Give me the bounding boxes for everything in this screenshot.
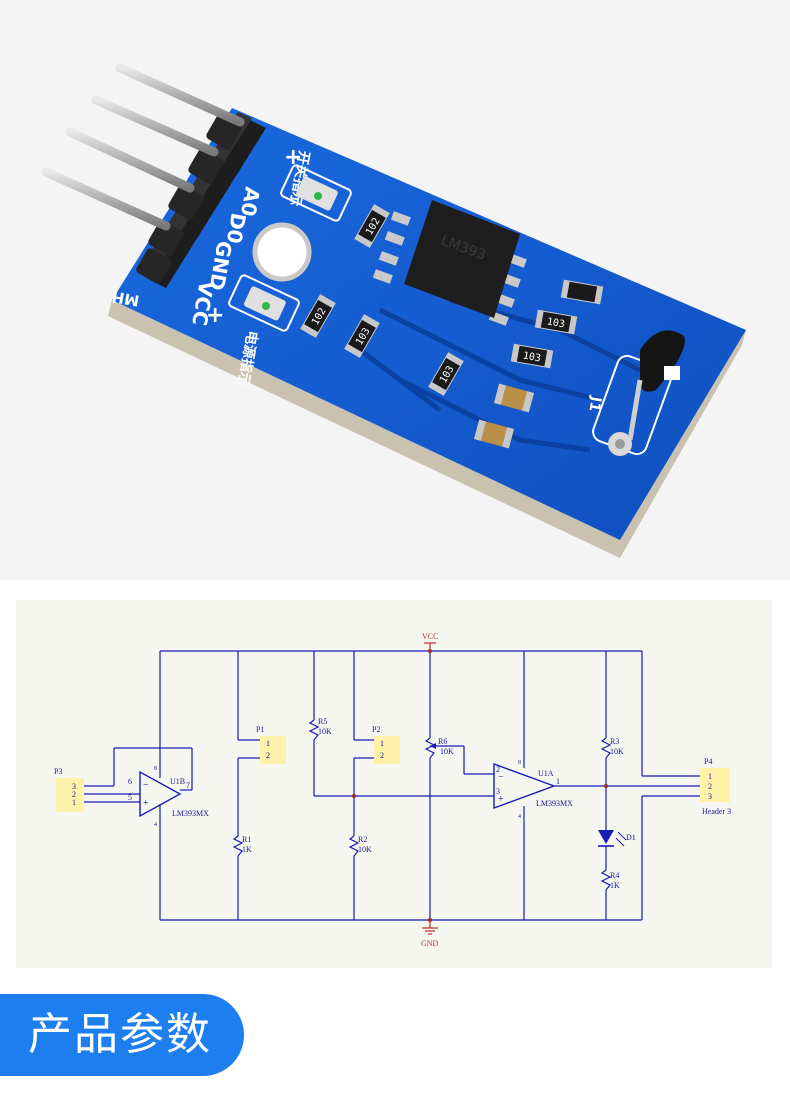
resistor-code-5: 103 bbox=[546, 316, 566, 330]
led-d1-symbol bbox=[598, 830, 614, 844]
u1a-pin-4: 4 bbox=[518, 814, 521, 820]
u1b-pin-8: 8 bbox=[154, 766, 157, 772]
r2-name: R2 bbox=[358, 835, 367, 844]
vcc-label: VCC bbox=[422, 632, 438, 641]
mounting-hole bbox=[252, 222, 312, 282]
p2-pin-2: 2 bbox=[380, 751, 384, 760]
r3-value: 10K bbox=[610, 747, 624, 756]
r4-value: 1K bbox=[610, 881, 620, 890]
r1-name: R1 bbox=[242, 835, 251, 844]
u1a-pin-2: 2 bbox=[496, 765, 500, 774]
u1b-name: U1B bbox=[170, 777, 185, 786]
u1b-part: LM393MX bbox=[172, 809, 209, 818]
u1b-pin-4: 4 bbox=[154, 822, 157, 828]
u1a-plus: + bbox=[498, 794, 504, 805]
u1b-pin-5: 5 bbox=[128, 793, 132, 802]
p2-pin-1: 1 bbox=[380, 739, 384, 748]
r5-name: R5 bbox=[318, 717, 327, 726]
plus-mark-top: + bbox=[284, 145, 302, 170]
comparator-chip: LM393 bbox=[372, 200, 527, 326]
p2-name: P2 bbox=[372, 725, 380, 734]
pin-header bbox=[136, 112, 266, 288]
module-label: MH bbox=[111, 287, 141, 309]
led-indicators bbox=[228, 164, 352, 332]
connector-p3 bbox=[56, 778, 84, 812]
r6-value: 10K bbox=[440, 747, 454, 756]
u1b-pin-7: 7 bbox=[186, 781, 190, 790]
u1a-minus: − bbox=[498, 772, 504, 783]
p3-pin-3: 3 bbox=[72, 782, 76, 791]
connector-p4 bbox=[700, 768, 730, 802]
u1a-pin-8: 8 bbox=[518, 760, 521, 766]
smd-capacitors bbox=[474, 383, 534, 449]
p3-name: P3 bbox=[54, 767, 62, 776]
sensor-module-illustration: A0 D0 GND VCC MH 开关指示 电源指示 J1 + + 102 10… bbox=[41, 63, 746, 558]
product-photo: A0 D0 GND VCC MH 开关指示 电源指示 J1 + + 102 10… bbox=[0, 0, 790, 580]
p3-pin-1: 1 bbox=[72, 798, 76, 807]
d1-name: D1 bbox=[626, 833, 636, 842]
gnd-label: GND bbox=[421, 939, 439, 948]
r2-value: 10K bbox=[358, 845, 372, 854]
section-banner: 产品参数 bbox=[0, 994, 244, 1076]
p1-pin-2: 2 bbox=[266, 751, 270, 760]
thermistor-sensor bbox=[592, 330, 685, 456]
schematic-drawing: VCC GND P3 3 2 1 U1B LM393MX 6 5 7 8 4 −… bbox=[54, 632, 731, 948]
r4-name: R4 bbox=[610, 871, 619, 880]
p4-pin-2: 2 bbox=[708, 782, 712, 791]
connector-p2 bbox=[374, 736, 400, 764]
section-title: 产品参数 bbox=[28, 1009, 212, 1060]
header-pins bbox=[41, 63, 245, 231]
r3-name: R3 bbox=[610, 737, 619, 746]
p4-pin-1: 1 bbox=[708, 772, 712, 781]
pin-label-d0: D0 bbox=[222, 211, 251, 245]
u1a-pin-3: 3 bbox=[496, 787, 500, 796]
u1a-name: U1A bbox=[538, 769, 554, 778]
resistor-code-6: 103 bbox=[522, 350, 542, 364]
r5-value: 10K bbox=[318, 727, 332, 736]
p1-name: P1 bbox=[256, 725, 264, 734]
plus-mark-bottom: + bbox=[206, 303, 224, 328]
connector-p1 bbox=[260, 736, 286, 764]
pcb-board bbox=[112, 108, 746, 540]
u1a-pin-1: 1 bbox=[556, 777, 560, 786]
circuit-schematic: VCC GND P3 3 2 1 U1B LM393MX 6 5 7 8 4 −… bbox=[16, 600, 772, 968]
u1b-plus: + bbox=[143, 798, 149, 809]
p4-name: P4 bbox=[704, 757, 712, 766]
r6-name: R6 bbox=[438, 737, 447, 746]
smd-resistors: 102 102 103 103 103 103 bbox=[300, 204, 604, 396]
u1b-pin-6: 6 bbox=[128, 777, 132, 786]
p4-pin-3: 3 bbox=[708, 792, 712, 801]
u1a-part: LM393MX bbox=[536, 799, 573, 808]
p4-part: Header 3 bbox=[702, 807, 731, 816]
r1-value: 1K bbox=[242, 845, 252, 854]
p1-pin-1: 1 bbox=[266, 739, 270, 748]
pin-label-a0: A0 bbox=[236, 185, 265, 218]
u1b-minus: − bbox=[143, 780, 149, 791]
sensor-label: J1 bbox=[585, 394, 604, 412]
p3-pin-2: 2 bbox=[72, 790, 76, 799]
